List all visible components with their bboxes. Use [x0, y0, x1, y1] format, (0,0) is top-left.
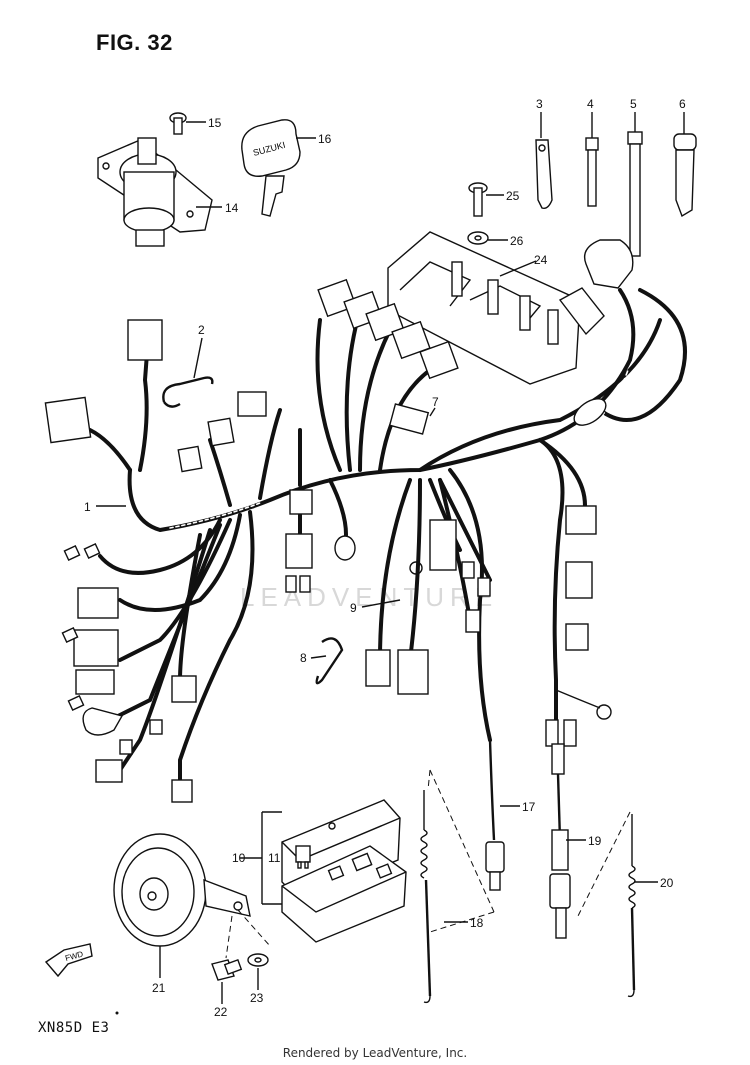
- figure-title: FIG. 32: [96, 30, 173, 55]
- wire-clip-part-8[interactable]: [315, 637, 344, 685]
- callout-2: 2: [198, 323, 205, 337]
- callout-25: 25: [506, 189, 520, 203]
- harness-connectors: [44, 239, 634, 803]
- cable-part-17[interactable]: [485, 739, 505, 891]
- connector-bracket-part-24[interactable]: [387, 231, 581, 385]
- callout-24: 24: [534, 253, 548, 267]
- callout-21: 21: [152, 981, 166, 995]
- callout-5: 5: [630, 97, 637, 111]
- fuse-box-part-10[interactable]: [281, 799, 407, 943]
- main-wiring-harness-part-1[interactable]: [88, 288, 687, 792]
- callout-20: 20: [660, 876, 674, 890]
- callout-14: 14: [225, 201, 239, 215]
- callout-1: 1: [84, 500, 91, 514]
- bolt-part-22[interactable]: [211, 959, 243, 981]
- forward-direction-arrow-icon: FWD: [44, 943, 93, 978]
- callout-16: 16: [318, 132, 332, 146]
- footer-credit: Rendered by LeadVenture, Inc.: [282, 1046, 468, 1060]
- callout-23: 23: [250, 991, 264, 1005]
- ignition-key-part[interactable]: SUZUKI: [241, 119, 301, 217]
- horn-part-21[interactable]: [113, 833, 251, 947]
- callout-18: 18: [470, 916, 484, 930]
- fuse-part-11[interactable]: [295, 845, 311, 869]
- screw-part-25[interactable]: [468, 182, 488, 217]
- callout-19: 19: [588, 834, 602, 848]
- callout-7: 7: [432, 395, 439, 409]
- washer-part-26[interactable]: [467, 231, 489, 245]
- callout-6: 6: [679, 97, 686, 111]
- callout-22: 22: [214, 1005, 228, 1019]
- model-code: XN85D E3: [38, 1020, 110, 1036]
- screw-part-15[interactable]: [169, 112, 187, 135]
- ignition-switch-part[interactable]: [97, 137, 213, 247]
- callout-15: 15: [208, 116, 222, 130]
- callout-4: 4: [587, 97, 594, 111]
- washer-part-23[interactable]: [247, 953, 269, 967]
- callout-leader-lines: [96, 112, 685, 1004]
- wire-clip-part-2[interactable]: [162, 376, 214, 408]
- callout-3: 3: [536, 97, 543, 111]
- callout-10: 10: [232, 851, 246, 865]
- callout-8: 8: [300, 651, 307, 665]
- stop-switch-spring-part-18[interactable]: [420, 769, 495, 1004]
- callout-17: 17: [522, 800, 536, 814]
- callout-26: 26: [510, 234, 524, 248]
- wire-clamp-part-3[interactable]: [535, 139, 553, 210]
- callout-9: 9: [350, 601, 357, 615]
- cable-part-19[interactable]: [549, 743, 571, 939]
- cable-tie-part-4[interactable]: [585, 137, 599, 207]
- cable-tie-part-5[interactable]: [627, 131, 643, 257]
- callout-11: 11: [268, 851, 281, 865]
- wire-band-part-6[interactable]: [673, 133, 697, 218]
- stop-switch-spring-part-20[interactable]: [577, 811, 636, 998]
